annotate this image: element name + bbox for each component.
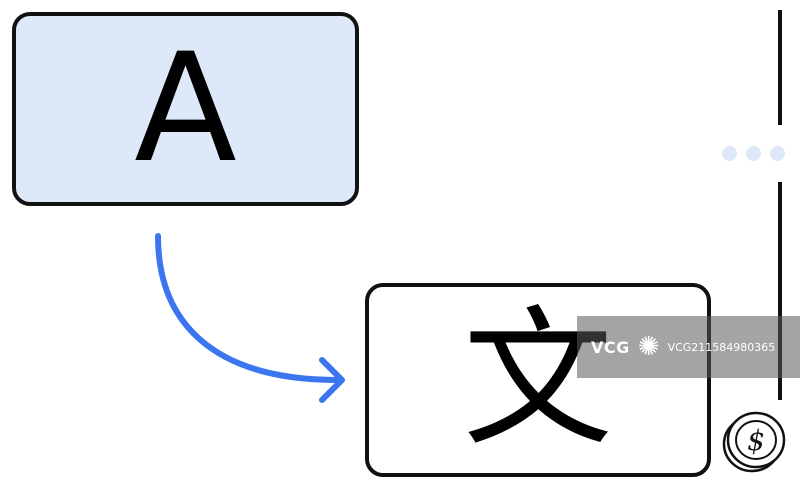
watermark-logo: VCG xyxy=(591,337,630,357)
dot xyxy=(722,146,737,161)
target-language-card: 文 xyxy=(365,283,711,477)
coin-symbol: $ xyxy=(747,424,765,457)
stock-watermark: VCG ✺ VCG211584980365 xyxy=(577,316,800,378)
ellipsis-dots xyxy=(722,146,785,161)
arrow-curve xyxy=(155,233,341,383)
dollar-coin-icon: $ xyxy=(722,411,786,473)
source-language-card: A xyxy=(12,12,359,206)
watermark-id: VCG211584980365 xyxy=(667,340,776,354)
dot xyxy=(746,146,761,161)
burst-icon: ✺ xyxy=(637,332,660,362)
divider-line-top xyxy=(778,10,782,125)
divider-line-bottom xyxy=(778,182,782,400)
latin-letter-glyph: A xyxy=(134,22,237,196)
dot xyxy=(770,146,785,161)
arrow-head xyxy=(319,357,345,403)
